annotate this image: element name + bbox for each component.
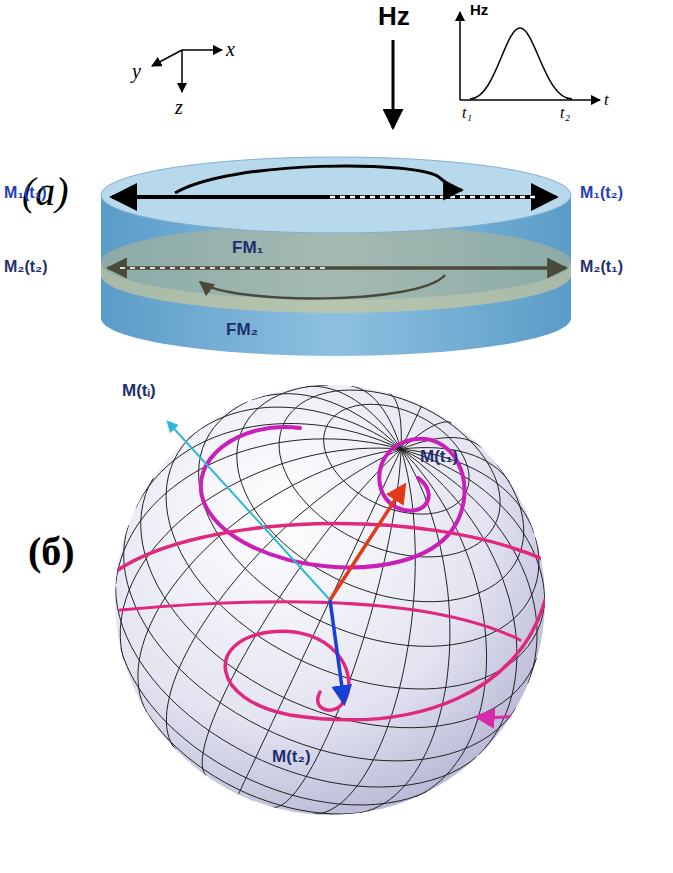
figure-label: Hz (470, 2, 488, 19)
figure-label: M₂(t₁) (580, 258, 623, 276)
figure-label: M₁(t₂) (580, 184, 623, 202)
grid-line (313, 449, 415, 814)
figure-label: M₁(t₁) (4, 184, 47, 202)
figure-label: Hz (378, 2, 410, 31)
grid-line (116, 587, 477, 787)
grid-line (124, 525, 516, 761)
figure-label: z (175, 96, 183, 118)
figure-label: t (604, 91, 609, 110)
grid-line (138, 449, 401, 712)
grid-line (238, 449, 401, 794)
bilayer-disk (101, 157, 571, 356)
grid-line (116, 439, 401, 584)
layer-name: FM₂ (226, 320, 258, 339)
figure-label: M(t₂) (272, 748, 311, 767)
figure-label: M(t₁) (420, 448, 458, 467)
figure-label: t₁ (462, 104, 472, 122)
grid-line (401, 449, 517, 755)
grid-line (166, 432, 545, 689)
pulse-graph (460, 12, 600, 100)
figure-label: t₂ (560, 104, 570, 122)
grid-line (136, 424, 402, 509)
grid-line (389, 393, 402, 449)
figure-label: (б) (28, 530, 75, 574)
field-arrow (392, 40, 395, 128)
layer-name: FM₁ (232, 238, 264, 257)
grid-line (306, 386, 401, 449)
figure-label: y (132, 60, 141, 82)
figure-label: M₂(t₂) (4, 258, 48, 276)
grid-line (202, 449, 401, 775)
grid-line (252, 394, 401, 450)
axes (152, 50, 222, 92)
layer-band: FM₂ (222, 318, 263, 341)
grid-line (351, 386, 401, 449)
figure-label: x (226, 38, 235, 60)
layer-band: FM₁ (228, 236, 268, 259)
figure-label: M(tᵢ) (122, 382, 156, 401)
